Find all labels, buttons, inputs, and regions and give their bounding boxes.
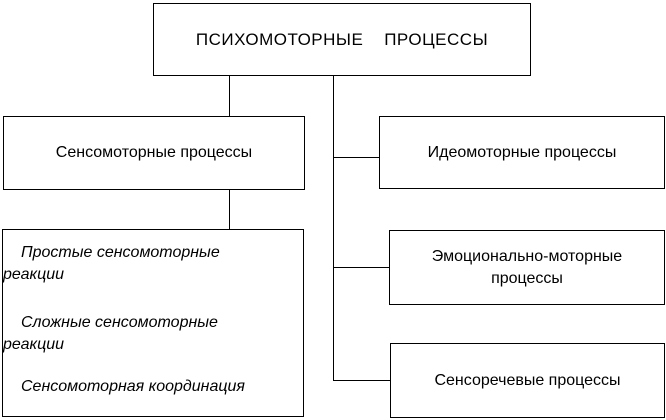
right-node-3: Сенсоречевые процессы [390,343,665,418]
connector-root-right-trunk [333,76,334,380]
right-node-3-label: Сенсоречевые процессы [434,371,621,389]
root-label: ПСИХОМОТОРНЫЕ ПРОЦЕССЫ [195,29,489,49]
child-item-3: Сенсомоторная координация [21,378,245,395]
left-children-box: Простые сенсомоторные реакции Сложные се… [2,229,304,417]
right-node-2-label: Эмоционально-моторные процессы [431,247,623,287]
left-branch-node: Сенсомоторные процессы [3,116,305,190]
child-item-1: Простые сенсомоторные реакции [3,244,220,283]
right-node-1-label: Идеомоторные процессы [427,143,617,161]
connector-right-2 [333,267,389,268]
connector-right-3 [333,380,390,381]
left-branch-label: Сенсомоторные процессы [55,144,253,161]
connector-left-children [229,190,230,229]
connector-right-1 [333,157,379,158]
right-node-2: Эмоционально-моторные процессы [389,230,665,305]
connector-root-left [229,76,230,116]
child-item-2: Сложные сенсомоторные реакции [3,314,218,353]
root-node: ПСИХОМОТОРНЫЕ ПРОЦЕССЫ [153,3,531,76]
right-node-1: Идеомоторные процессы [379,116,665,189]
